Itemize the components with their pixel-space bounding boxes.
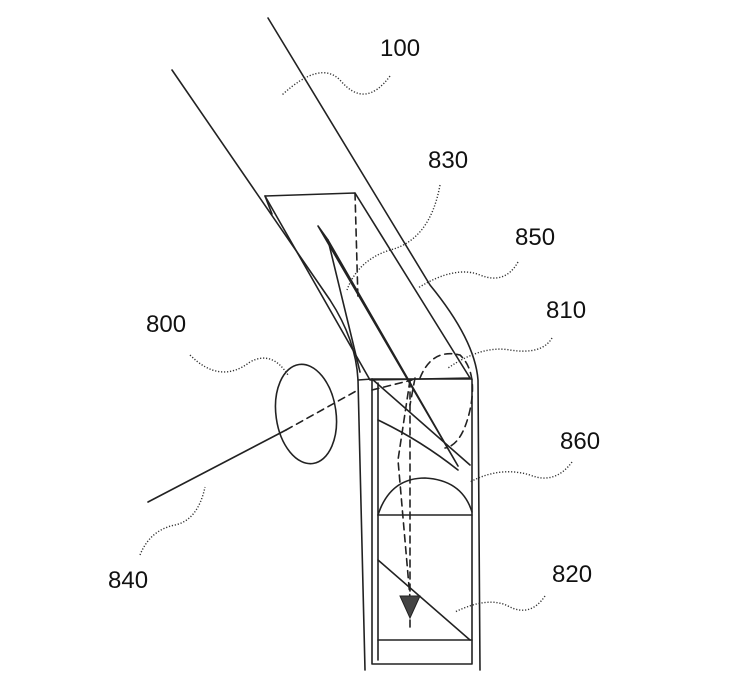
reference-labels: 100 830 850 810 800 860 840 820: [108, 35, 600, 594]
optical-axis-840: [147, 389, 359, 503]
lower-column: [371, 378, 473, 665]
label-100: 100: [380, 35, 420, 62]
mirror-820: [377, 559, 473, 641]
body-outline: [171, 17, 481, 671]
label-830: 830: [428, 147, 468, 174]
upper-prism: [264, 192, 471, 467]
label-810: 810: [546, 297, 586, 324]
label-840: 840: [108, 567, 148, 594]
lens-860: [377, 477, 473, 516]
arrow-head-icon: [399, 595, 421, 620]
leader-lines: [139, 72, 573, 613]
lens-850: [409, 353, 474, 449]
label-820: 820: [552, 561, 592, 588]
label-850: 850: [515, 224, 555, 251]
label-860: 860: [560, 428, 600, 455]
light-path: [397, 379, 421, 620]
eye-800: [274, 363, 338, 465]
label-800: 800: [146, 311, 186, 338]
